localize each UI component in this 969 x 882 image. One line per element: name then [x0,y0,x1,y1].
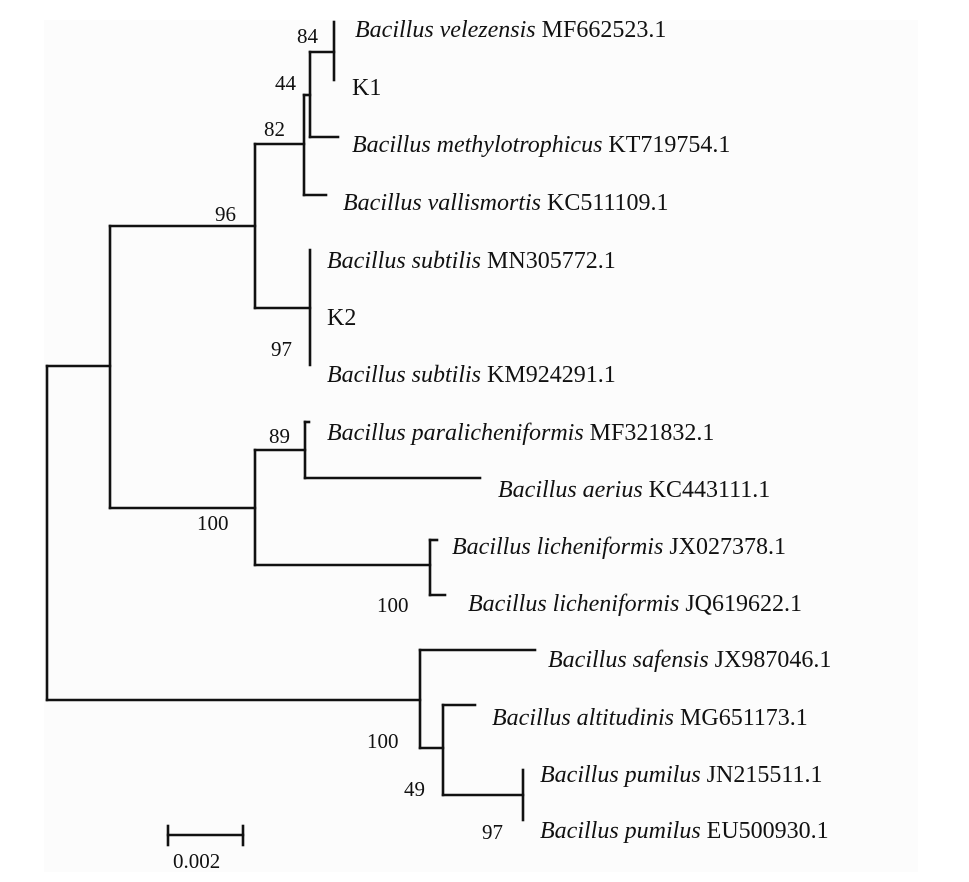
bootstrap-value: 49 [404,777,425,801]
taxon-label: Bacillus vallismortis KC511109.1 [343,190,669,216]
accession: JQ619622.1 [685,591,802,617]
taxon-label: Bacillus safensis JX987046.1 [548,647,831,673]
bootstrap-value: 82 [264,117,285,141]
bootstrap-value: 100 [377,593,409,617]
accession: KC511109.1 [547,190,669,216]
species-name: Bacillus pumilus [540,818,701,844]
bootstrap-value: 97 [271,337,292,361]
taxon-label: Bacillus pumilus JN215511.1 [540,762,822,788]
accession: KM924291.1 [487,362,616,388]
bootstrap-value: 100 [367,729,399,753]
accession: K1 [352,75,382,101]
accession: K2 [327,305,357,331]
bootstrap-value: 100 [197,511,229,535]
taxon-label: Bacillus altitudinis MG651173.1 [492,705,808,731]
accession: EU500930.1 [706,818,829,844]
species-name: Bacillus velezensis [355,17,536,43]
taxon-label: Bacillus subtilis KM924291.1 [327,362,616,388]
taxon-label: Bacillus licheniformis JQ619622.1 [468,591,802,617]
taxon-label: Bacillus aerius KC443111.1 [498,477,770,503]
taxon-label: Bacillus methylotrophicus KT719754.1 [352,132,730,158]
species-name: Bacillus safensis [548,647,709,673]
species-name: Bacillus licheniformis [452,534,664,560]
scale-bar [166,824,245,847]
taxon-label: K2 [327,305,356,331]
species-name: Bacillus vallismortis [343,190,541,216]
accession: MN305772.1 [487,248,616,274]
accession: JN215511.1 [706,762,823,788]
accession: MF662523.1 [541,17,667,43]
species-name: Bacillus pumilus [540,762,701,788]
taxon-label: Bacillus paralicheniformis MF321832.1 [327,420,714,446]
bootstrap-value: 84 [297,24,318,48]
taxon-label: Bacillus subtilis MN305772.1 [327,248,616,274]
species-name: Bacillus altitudinis [492,705,675,731]
taxon-label: Bacillus pumilus EU500930.1 [540,818,829,844]
species-name: Bacillus licheniformis [468,591,680,617]
bootstrap-value: 44 [275,71,296,95]
accession: MG651173.1 [680,705,808,731]
species-name: Bacillus paralicheniformis [327,420,584,446]
taxon-label: K1 [352,75,381,101]
taxon-label: Bacillus licheniformis JX027378.1 [452,534,786,560]
accession: KC443111.1 [648,477,771,503]
accession: MF321832.1 [589,420,715,446]
species-name: Bacillus methylotrophicus [352,132,603,158]
accession: JX027378.1 [669,534,786,560]
scale-bar-label: 0.002 [173,849,221,873]
bootstrap-value: 89 [269,424,290,448]
species-name: Bacillus aerius [498,477,643,503]
species-name: Bacillus subtilis [327,248,482,274]
bootstrap-value: 97 [482,820,503,844]
bootstrap-value: 96 [215,202,236,226]
figure-background [44,20,918,872]
taxon-label: Bacillus velezensis MF662523.1 [355,17,666,43]
accession: KT719754.1 [608,132,731,158]
accession: JX987046.1 [714,647,832,673]
species-name: Bacillus subtilis [327,362,482,388]
